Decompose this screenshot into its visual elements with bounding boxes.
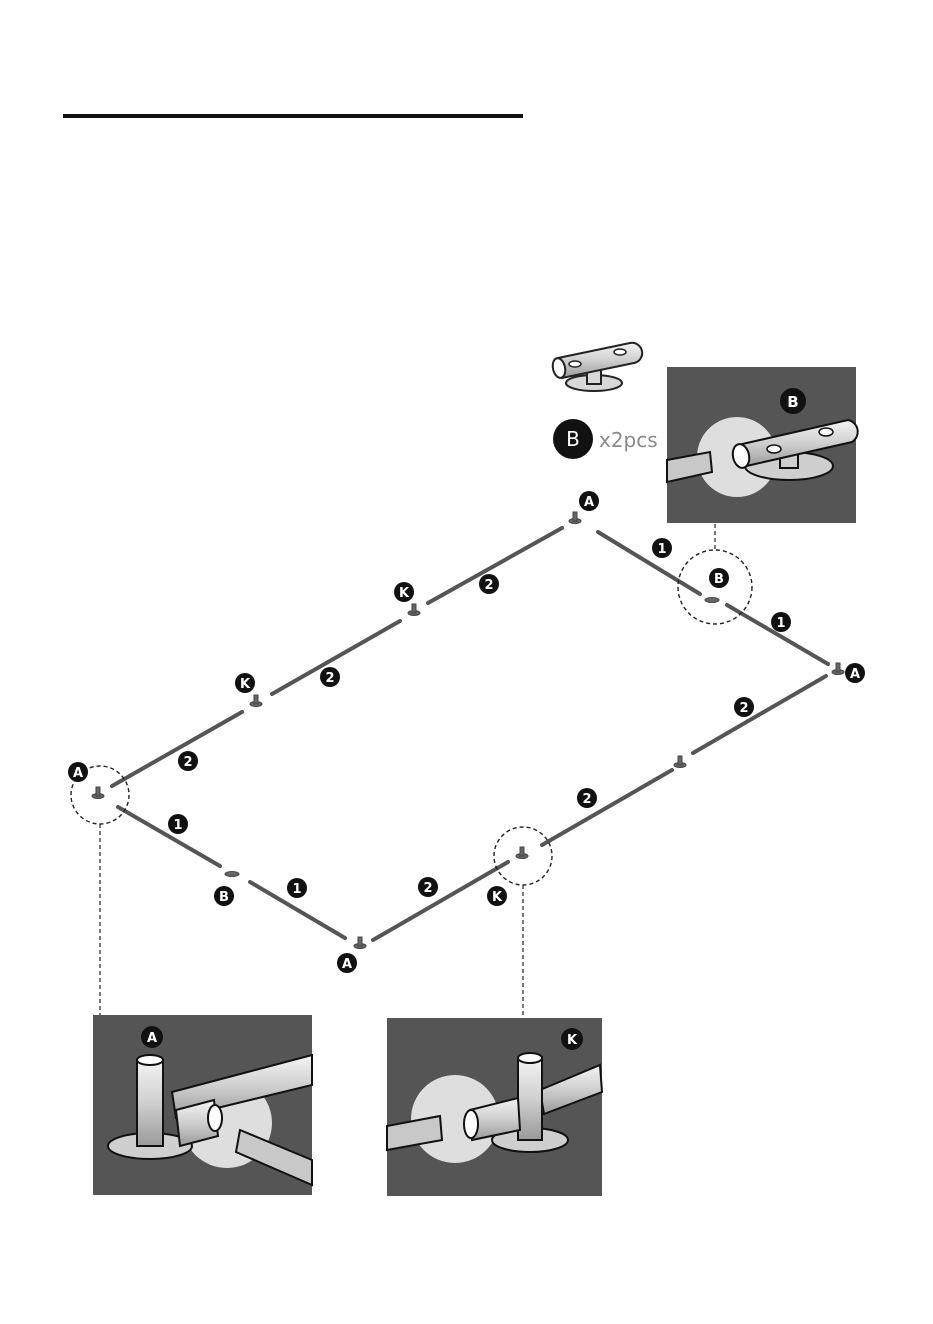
label-pole-2: 2 [178,751,198,771]
svg-text:A: A [342,957,352,972]
connector-mark [225,872,239,877]
label-pole-2: 2 [577,788,597,808]
connector-mark [408,604,420,616]
svg-text:1: 1 [657,542,666,557]
svg-text:B: B [219,890,229,905]
label-k: K [235,673,255,693]
label-a: A [579,491,599,511]
pole [118,807,220,866]
inset-k: K [387,1018,602,1196]
svg-text:2: 2 [423,881,432,896]
connector-mark [92,787,104,799]
svg-text:B: B [714,572,724,587]
pole [542,770,672,845]
pole [693,676,826,753]
inset-b-label: B [787,393,798,411]
svg-text:A: A [584,495,594,510]
part-b-illustration [551,343,642,391]
inset-k-label: K [567,1033,578,1048]
pole [373,862,508,940]
label-b: B [709,568,729,588]
part-b-badge-letter: B [566,427,580,451]
pole [598,532,700,594]
svg-text:A: A [850,667,860,682]
label-pole-1: 1 [771,612,791,632]
inset-a: A [93,1015,312,1195]
svg-text:K: K [492,890,503,905]
connector-mark [705,598,719,603]
part-b-quantity: B x2pcs [553,419,658,459]
label-a: A [845,663,865,683]
label-pole-2: 2 [734,697,754,717]
connector-mark [250,695,262,707]
inset-b: B [667,367,858,523]
label-pole-1: 1 [287,878,307,898]
frame-poles [112,528,828,940]
svg-text:K: K [399,586,410,601]
connector-mark [516,847,528,859]
label-pole-2: 2 [418,877,438,897]
svg-text:2: 2 [325,671,334,686]
label-a: A [68,762,88,782]
part-b-quantity-text: x2pcs [599,428,658,452]
pole [112,712,242,786]
svg-text:2: 2 [183,755,192,770]
svg-text:A: A [73,766,83,781]
connector-mark [674,756,686,768]
connector-mark [354,937,366,949]
inset-a-label: A [147,1031,157,1046]
label-pole-1: 1 [652,538,672,558]
frame-labels: A A A A K K K B B 1 1 1 1 2 2 2 2 2 2 [68,491,865,973]
svg-text:2: 2 [582,792,591,807]
svg-text:2: 2 [739,701,748,716]
svg-text:1: 1 [776,616,785,631]
svg-text:2: 2 [484,578,493,593]
label-a: A [337,953,357,973]
connector-mark [832,663,844,675]
label-pole-1: 1 [168,814,188,834]
label-k: K [394,582,414,602]
svg-text:1: 1 [292,882,301,897]
label-k: K [487,886,507,906]
svg-text:K: K [240,677,251,692]
svg-text:1: 1 [173,818,182,833]
label-pole-2: 2 [320,667,340,687]
connector-mark [569,512,581,524]
label-pole-2: 2 [479,574,499,594]
label-b: B [214,886,234,906]
